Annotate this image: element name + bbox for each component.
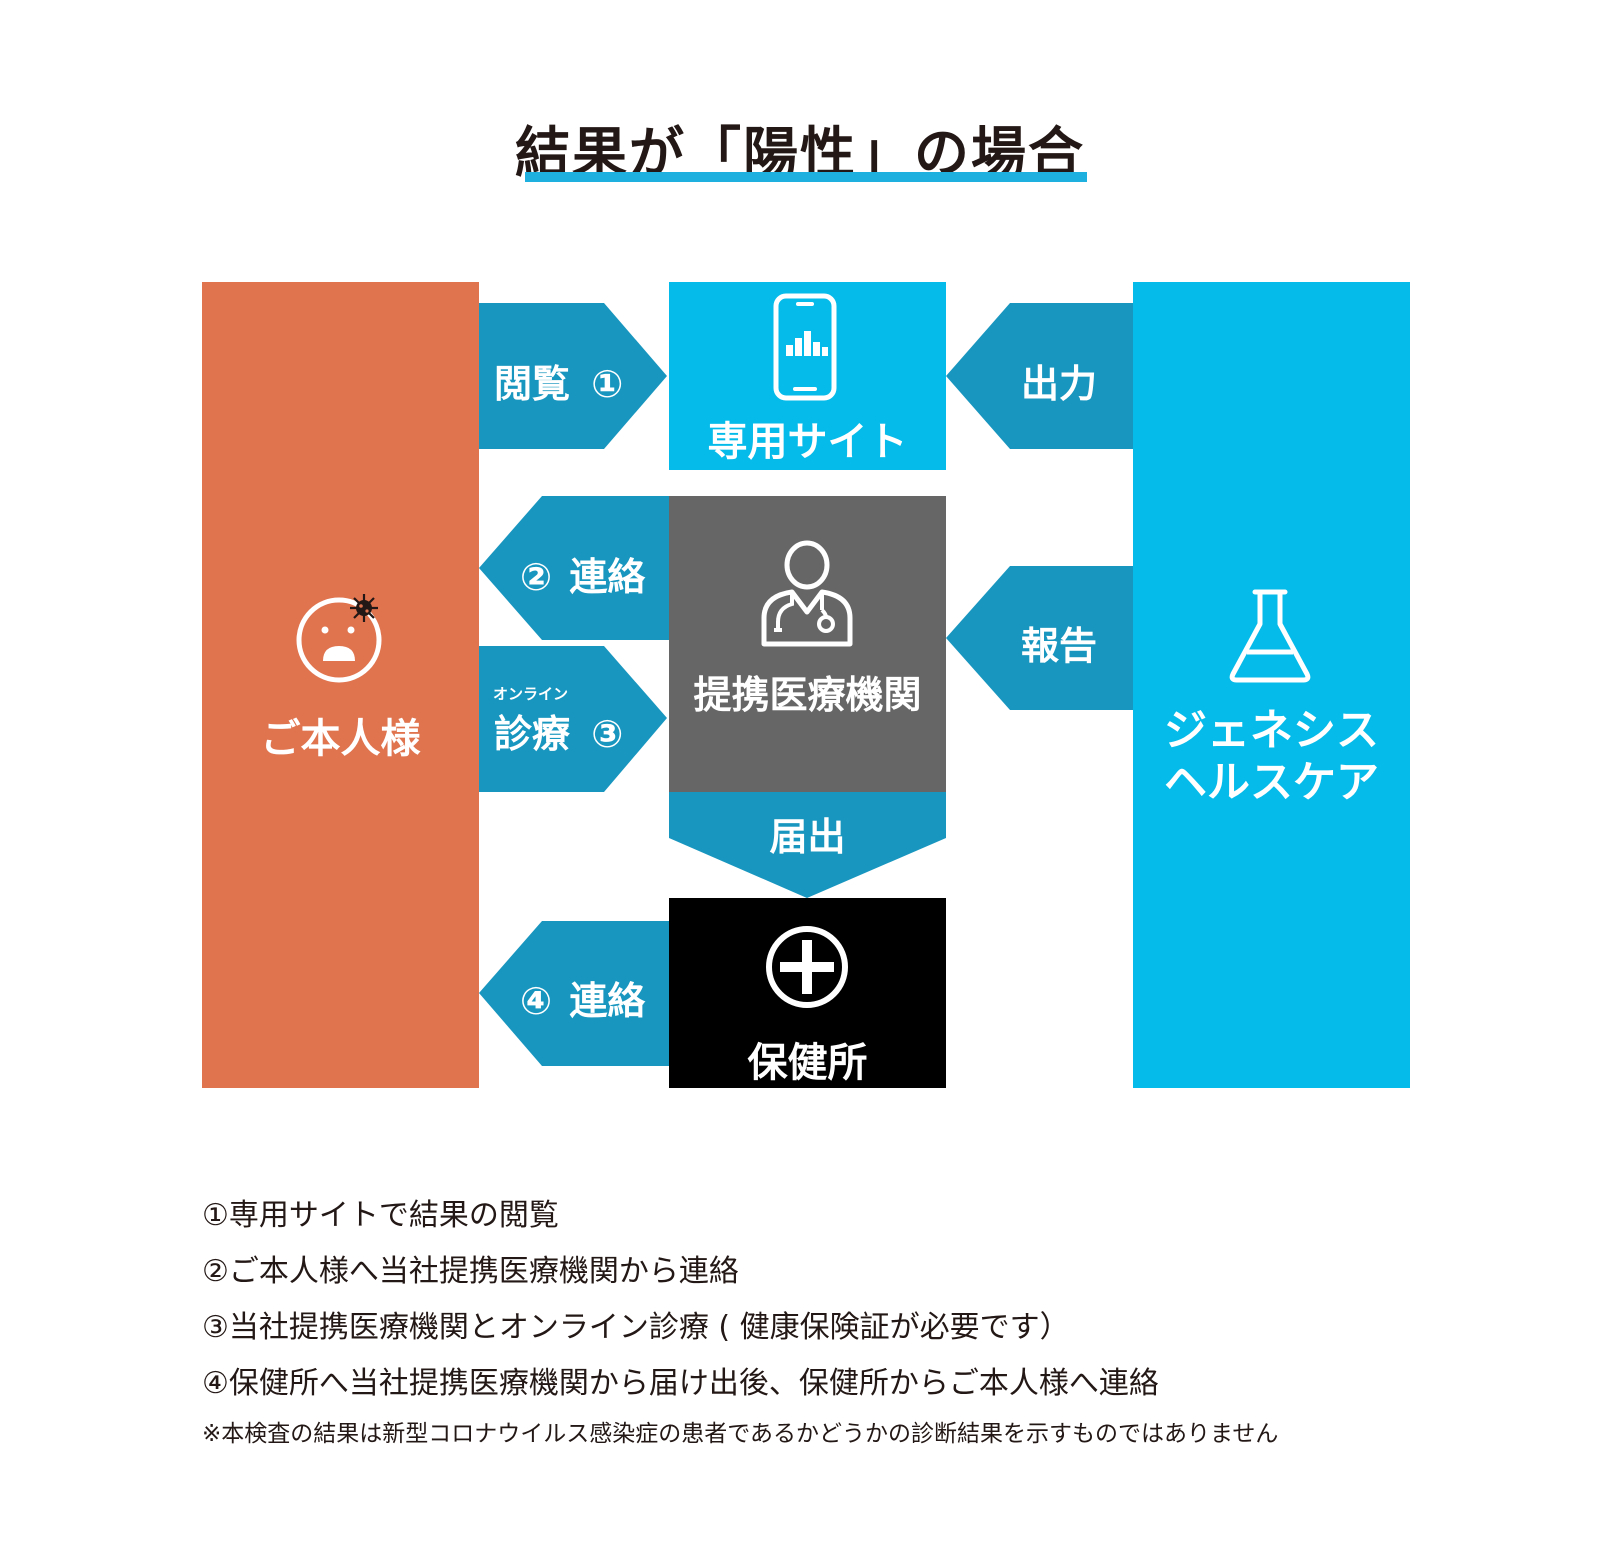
note-item: ③当社提携医療機関とオンライン診療 ( 健康保険証が必要です） xyxy=(202,1310,1070,1345)
consult-text: 診療 xyxy=(494,712,571,756)
doctor-icon xyxy=(761,540,853,647)
health-center-label: 保健所 xyxy=(747,1040,868,1086)
contact2-text: 連絡 xyxy=(569,555,646,599)
person-column xyxy=(202,282,479,1088)
note-item: ④保健所へ当社提携医療機関から届け出後、保健所からご本人様へ連絡 xyxy=(202,1366,1159,1401)
site-box xyxy=(669,282,946,470)
arrow-contact-4 xyxy=(479,921,669,1066)
arrow-consult-label: 診療 ③ xyxy=(494,703,623,758)
arrow-view-label: 閲覧 ① xyxy=(494,353,623,408)
arrow-contact2-label: ② 連絡 xyxy=(520,546,645,601)
notify-label: 届出 xyxy=(769,815,846,859)
site-label: 専用サイト xyxy=(707,419,908,465)
consult-num: ③ xyxy=(591,712,624,756)
flask-icon xyxy=(1229,589,1311,683)
arrow-contact-2 xyxy=(479,496,669,640)
medical-cross-icon xyxy=(766,926,848,1008)
clinic-label: 提携医療機関 xyxy=(693,673,922,717)
note-item: ②ご本人様へ当社提携医療機関から連絡 xyxy=(202,1254,739,1289)
smartphone-chart-icon xyxy=(773,293,837,401)
arrow-notify xyxy=(669,792,946,898)
arrow-contact4-label: ④ 連絡 xyxy=(520,970,645,1025)
note-item: ①専用サイトで結果の閲覧 xyxy=(202,1198,559,1233)
contact2-num: ② xyxy=(520,555,553,599)
contact4-text: 連絡 xyxy=(569,979,646,1023)
output-label: 出力 xyxy=(1021,362,1098,406)
online-ruby: オンライン xyxy=(493,685,569,703)
disclaimer: ※本検査の結果は新型コロナウイルス感染症の患者であるかどうかの診断結果を示すもの… xyxy=(202,1421,1279,1447)
lab-column xyxy=(1133,282,1410,1088)
arrow-consult xyxy=(479,646,667,792)
person-label: ご本人様 xyxy=(260,716,421,762)
contact4-num: ④ xyxy=(520,979,553,1023)
arrow-view xyxy=(479,303,667,449)
view-text: 閲覧 xyxy=(494,362,571,406)
lab-label: ジェネシス ヘルスケア xyxy=(1133,705,1410,809)
sick-face-icon xyxy=(296,594,382,683)
notes-list: ①専用サイトで結果の閲覧 ②ご本人様へ当社提携医療機関から連絡 ③当社提携医療機… xyxy=(202,1188,1159,1412)
view-num: ① xyxy=(591,362,624,406)
lab-label-line2: ヘルスケア xyxy=(1164,758,1379,808)
arrow-report xyxy=(946,566,1133,710)
lab-label-line1: ジェネシス xyxy=(1164,706,1379,756)
arrow-output xyxy=(946,303,1133,449)
title-underline xyxy=(525,172,1087,182)
virus-icon xyxy=(350,594,378,622)
report-label: 報告 xyxy=(1021,624,1098,668)
